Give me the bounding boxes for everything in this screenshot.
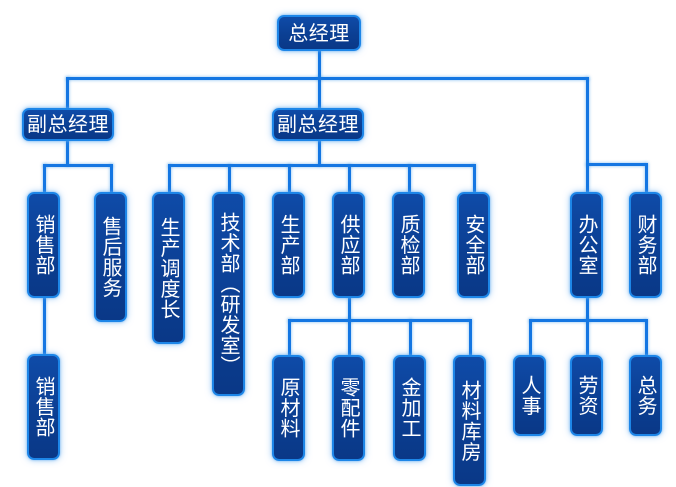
connector-supply-bus [288,319,471,322]
connector-mid-bus-to-prod [288,164,291,194]
node-spare-parts[interactable]: 零配件 [332,355,365,461]
connector-mid-bus-to-tech [228,164,231,194]
connector-office-down [586,293,589,321]
connector-left-bus-to-sales [43,164,46,194]
connector-mid-bus-to-qc [408,164,411,194]
node-finance-department[interactable]: 财务部 [629,192,662,298]
node-sales-department[interactable]: 销售部 [27,192,60,298]
node-general-manager[interactable]: 总经理 [277,15,361,51]
connector-supply-bus-to-raw [288,319,291,357]
connector-office-bus-to-labor [586,319,589,357]
connector-left-bus-to-aftersales [110,164,113,194]
connector-right-bus [586,163,647,166]
connector-supply-bus-to-parts [348,319,351,357]
node-vice-general-manager-mid[interactable]: 副总经理 [272,108,364,141]
connector-mid-bus-to-supply [348,164,351,194]
connector-right-bus-to-office [586,163,589,194]
node-sales-department-sub[interactable]: 销售部 [27,354,60,460]
connector-gm-down [318,49,321,79]
connector-vgm-mid-down [318,138,321,166]
connector-left-bus [43,164,113,167]
connector-right-bus-to-finance [645,163,648,194]
connector-sales-to-subsales [43,296,46,356]
connector-bus-to-vgm-left [66,77,69,111]
node-vice-general-manager-left[interactable]: 副总经理 [22,108,114,141]
connector-supply-down [348,293,351,321]
connector-level2-bus [66,77,589,80]
node-production-department[interactable]: 生产部 [272,192,305,298]
node-material-warehouse[interactable]: 材料库房 [453,355,486,486]
connector-bus-to-vgm-mid [318,77,321,111]
node-quality-inspection-department[interactable]: 质检部 [392,192,425,298]
connector-mid-bus-to-safety [473,164,476,194]
node-production-scheduling-chief[interactable]: 生产调度长 [152,192,185,344]
connector-mid-bus-to-prodsched [168,164,171,194]
node-human-resources[interactable]: 人事 [513,355,546,436]
connector-office-bus-to-affairs [645,319,648,357]
node-after-sales-service[interactable]: 售后服务 [94,192,127,322]
node-metal-processing[interactable]: 金加工 [393,355,426,461]
node-safety-department[interactable]: 安全部 [457,192,490,298]
node-general-affairs[interactable]: 总务 [629,355,662,436]
connector-bus-to-right-branch [586,77,589,163]
connector-supply-bus-to-metal [409,319,412,357]
node-office[interactable]: 办公室 [570,192,603,298]
connector-office-bus-to-hr [529,319,532,357]
node-raw-material[interactable]: 原材料 [272,355,305,461]
connector-supply-bus-to-warehouse [469,319,472,357]
node-labor-and-wages[interactable]: 劳资 [570,355,603,436]
connector-mid-bus [168,164,475,167]
node-supply-department[interactable]: 供应部 [332,192,365,298]
node-technical-department-rd-office[interactable]: 技术部（研发室） [212,192,245,396]
connector-vgm-left-down [66,138,69,166]
